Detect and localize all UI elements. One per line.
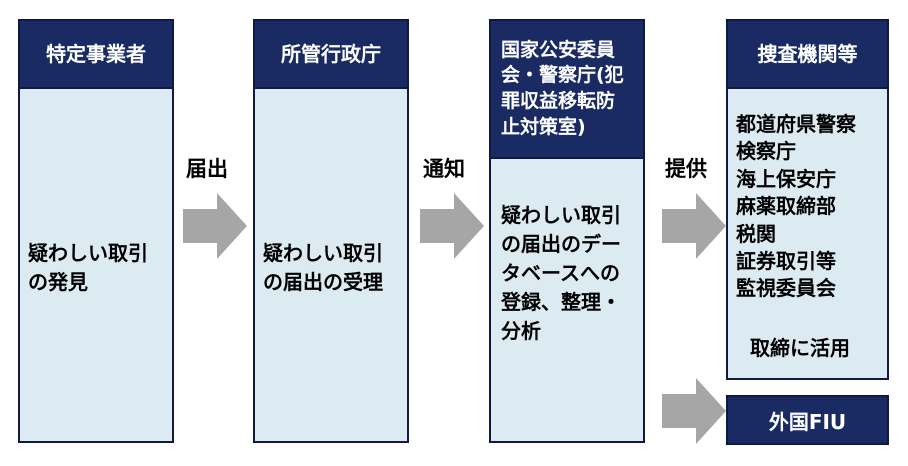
foreign-fiu-label: 外国FIU xyxy=(768,409,847,434)
right-arrow-icon xyxy=(183,193,247,259)
arrow-label-provision: 提供 xyxy=(665,157,707,181)
column-body-text: 疑わしい取引 の届出の受理 xyxy=(263,241,383,294)
column-header-text: 捜査機関等 xyxy=(757,41,858,66)
column-body-administrative-agency: 疑わしい取引 の届出の受理 xyxy=(253,89,409,443)
foreign-fiu-box: 外国FIU xyxy=(726,395,889,445)
column-header-text: 特定事業者 xyxy=(46,41,146,66)
arrow-label-notification: 届出 xyxy=(186,157,228,181)
arrow-label-notice: 通知 xyxy=(423,157,465,181)
right-arrow-icon xyxy=(662,193,726,259)
column-header-investigative-agencies: 捜査機関等 xyxy=(726,19,889,89)
column-body-investigative-agencies: 都道府県警察 検察庁 海上保安庁 麻薬取締部 税関 証券取引等 監視委員会 取締… xyxy=(726,89,889,380)
column-body-text: 疑わしい取引 の発見 xyxy=(28,241,148,294)
column-header-administrative-agency: 所管行政庁 xyxy=(253,19,409,89)
column-body-text: 疑わしい取引 の届出のデー タベースへの 登録、整理・ 分析 xyxy=(501,203,621,343)
column-header-specified-business: 特定事業者 xyxy=(18,19,174,89)
right-arrow-icon xyxy=(420,193,484,259)
usage-note: 取締に活用 xyxy=(750,336,850,360)
column-header-text: 所管行政庁 xyxy=(281,41,381,66)
right-arrow-icon xyxy=(662,378,726,444)
agency-list: 都道府県警察 検察庁 海上保安庁 麻薬取締部 税関 証券取引等 監視委員会 xyxy=(736,112,856,301)
column-header-npsc-npa: 国家公安委員 会・警察庁(犯 罪収益移転防 止対策室) xyxy=(489,19,645,159)
column-body-specified-business: 疑わしい取引 の発見 xyxy=(18,89,174,443)
column-body-npsc-npa: 疑わしい取引 の届出のデー タベースへの 登録、整理・ 分析 xyxy=(489,159,645,443)
column-header-text: 国家公安委員 会・警察庁(犯 罪収益移転防 止対策室) xyxy=(501,38,624,138)
